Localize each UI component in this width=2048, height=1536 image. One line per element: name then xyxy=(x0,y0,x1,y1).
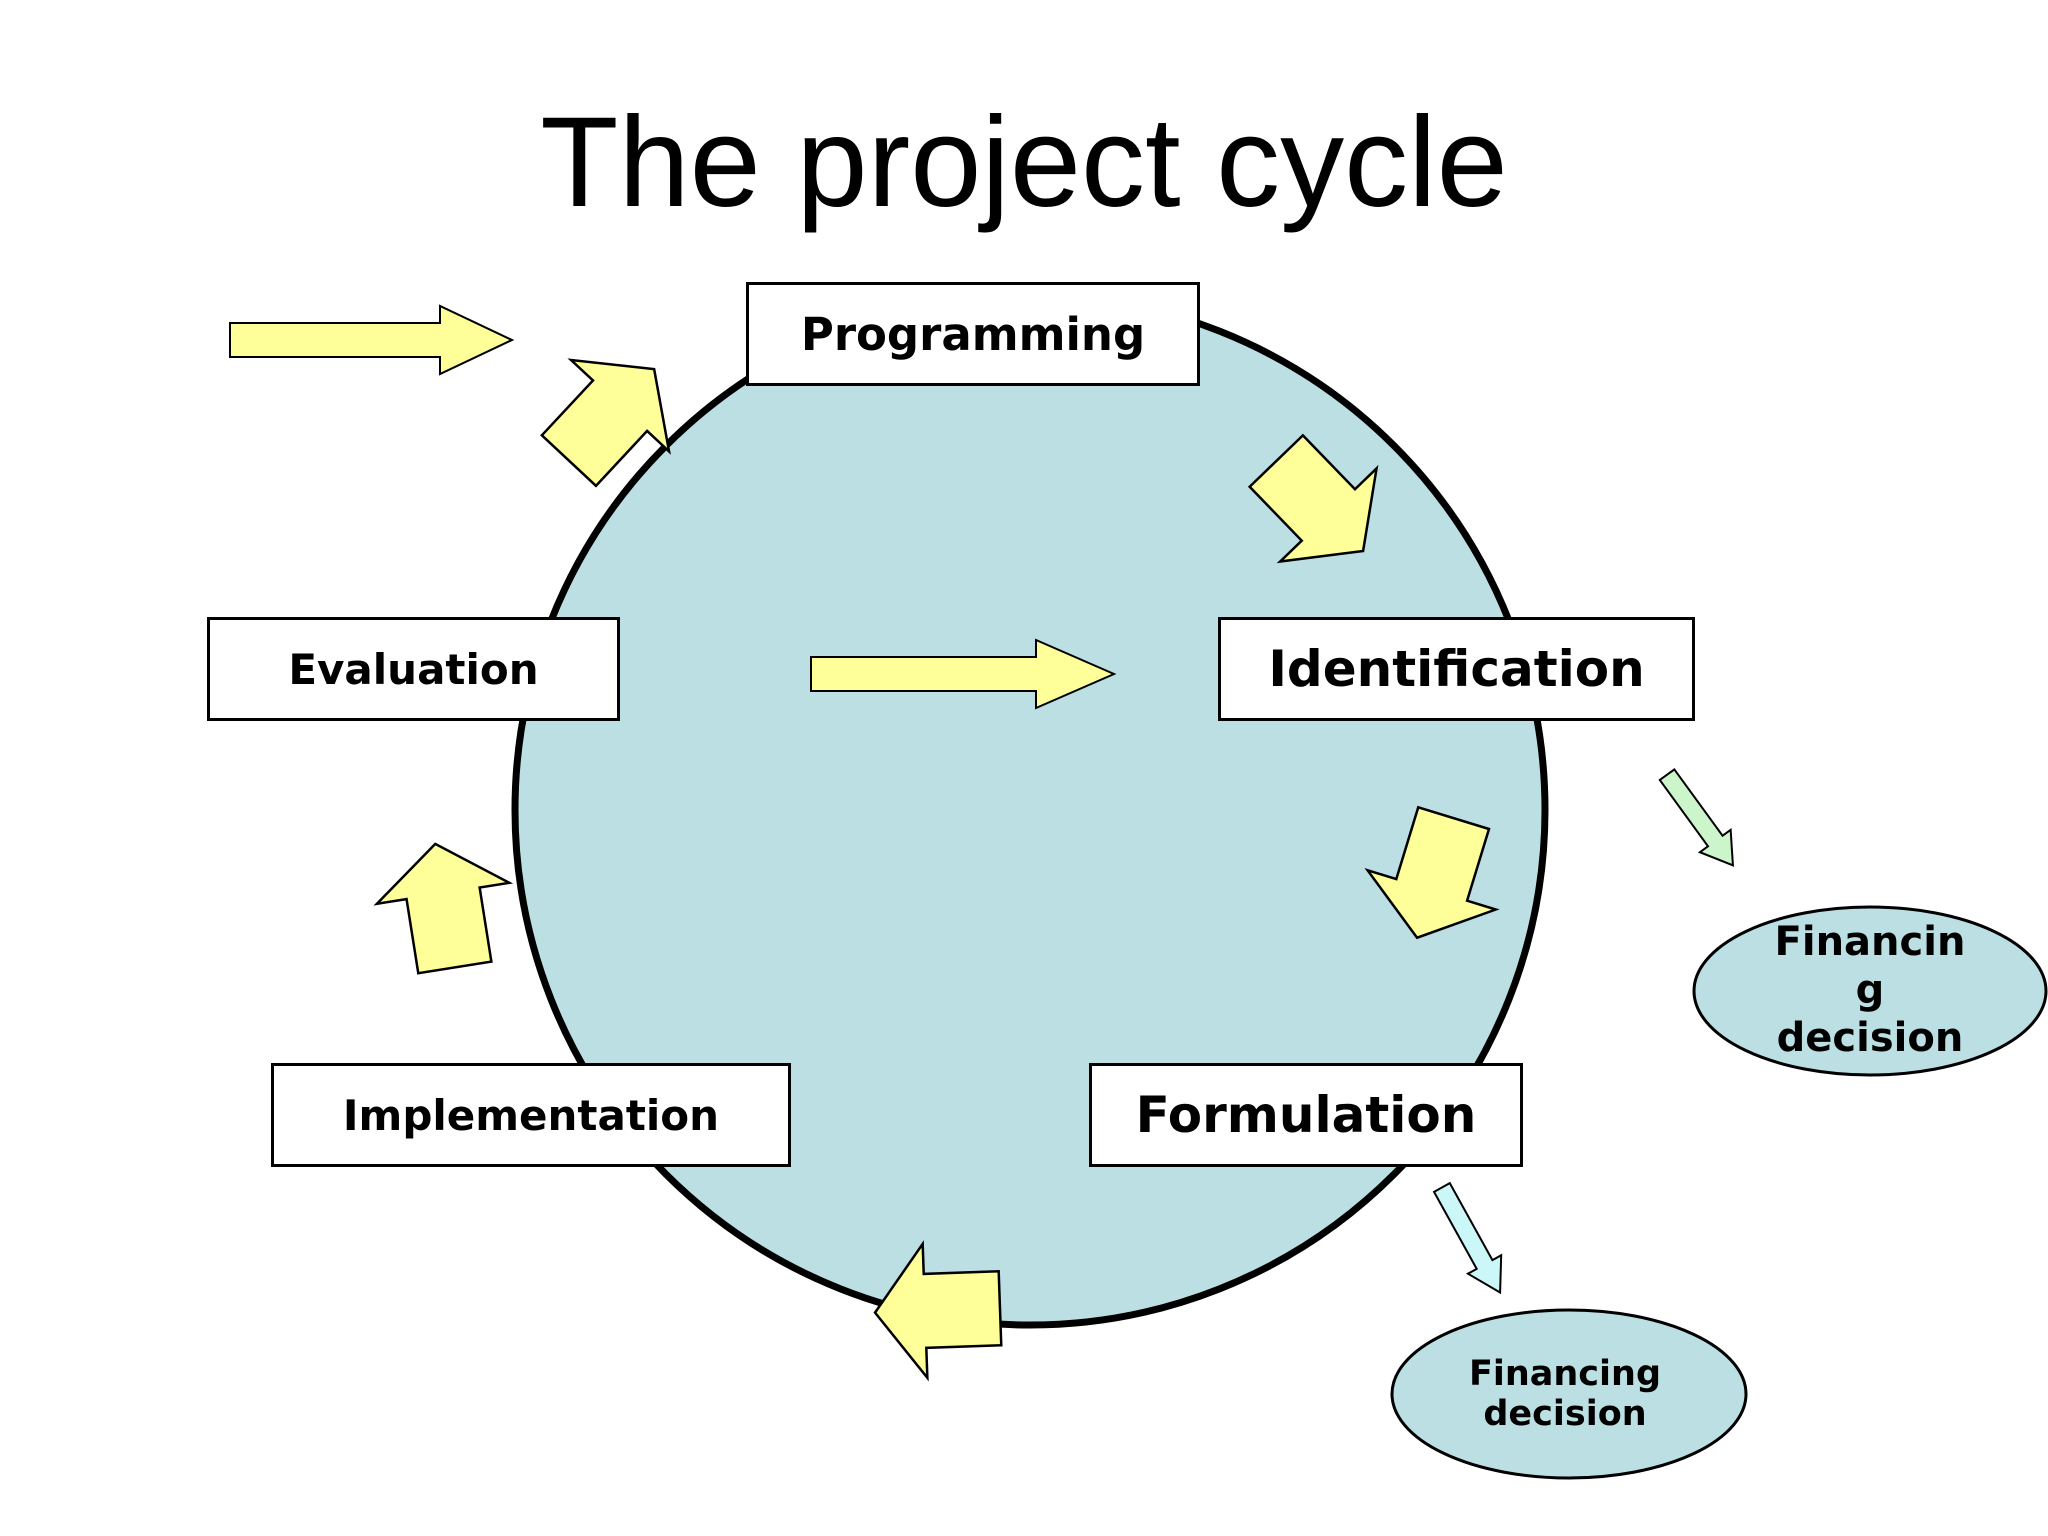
financing-decision-label-1-line-1: Financin xyxy=(1774,919,1966,965)
cycle-arrow-identification-to-formulation xyxy=(1364,805,1500,940)
cycle-arrow-implementation-to-evaluation xyxy=(373,842,514,975)
cycle-arrow-evaluation-to-programming xyxy=(540,358,671,488)
financing-decision-ellipse-1 xyxy=(1692,905,2048,1077)
top-left-arrow xyxy=(229,304,515,376)
stage-programming: Programming xyxy=(746,282,1200,386)
cycle-arrow-formulation-to-implementation xyxy=(873,1240,1003,1382)
financing-decision-label-1-line-2: g xyxy=(1855,967,1885,1013)
financing-decision-ellipse-2 xyxy=(1390,1308,1748,1480)
stage-implementation: Implementation xyxy=(271,1063,791,1167)
financing-decision-label-2: Financing decision xyxy=(1400,1354,1730,1434)
financing-decision-label-2-line-2: decision xyxy=(1483,1394,1647,1434)
page-title: The project cycle xyxy=(540,91,1508,234)
stage-evaluation: Evaluation xyxy=(207,617,620,721)
stage-identification: Identification xyxy=(1218,617,1695,721)
center-arrow xyxy=(810,638,1117,710)
financing-decision-label-2-line-1: Financing xyxy=(1468,1354,1662,1394)
financing-decision-label-1-line-3: decision xyxy=(1776,1015,1964,1061)
decision-arrow-1 xyxy=(1658,768,1735,867)
decision-arrow-2 xyxy=(1432,1181,1503,1295)
cycle-arrow-programming-to-identification xyxy=(1247,433,1379,564)
stage-formulation: Formulation xyxy=(1089,1063,1523,1167)
financing-decision-label-1: Financin g decision xyxy=(1720,918,2020,1062)
